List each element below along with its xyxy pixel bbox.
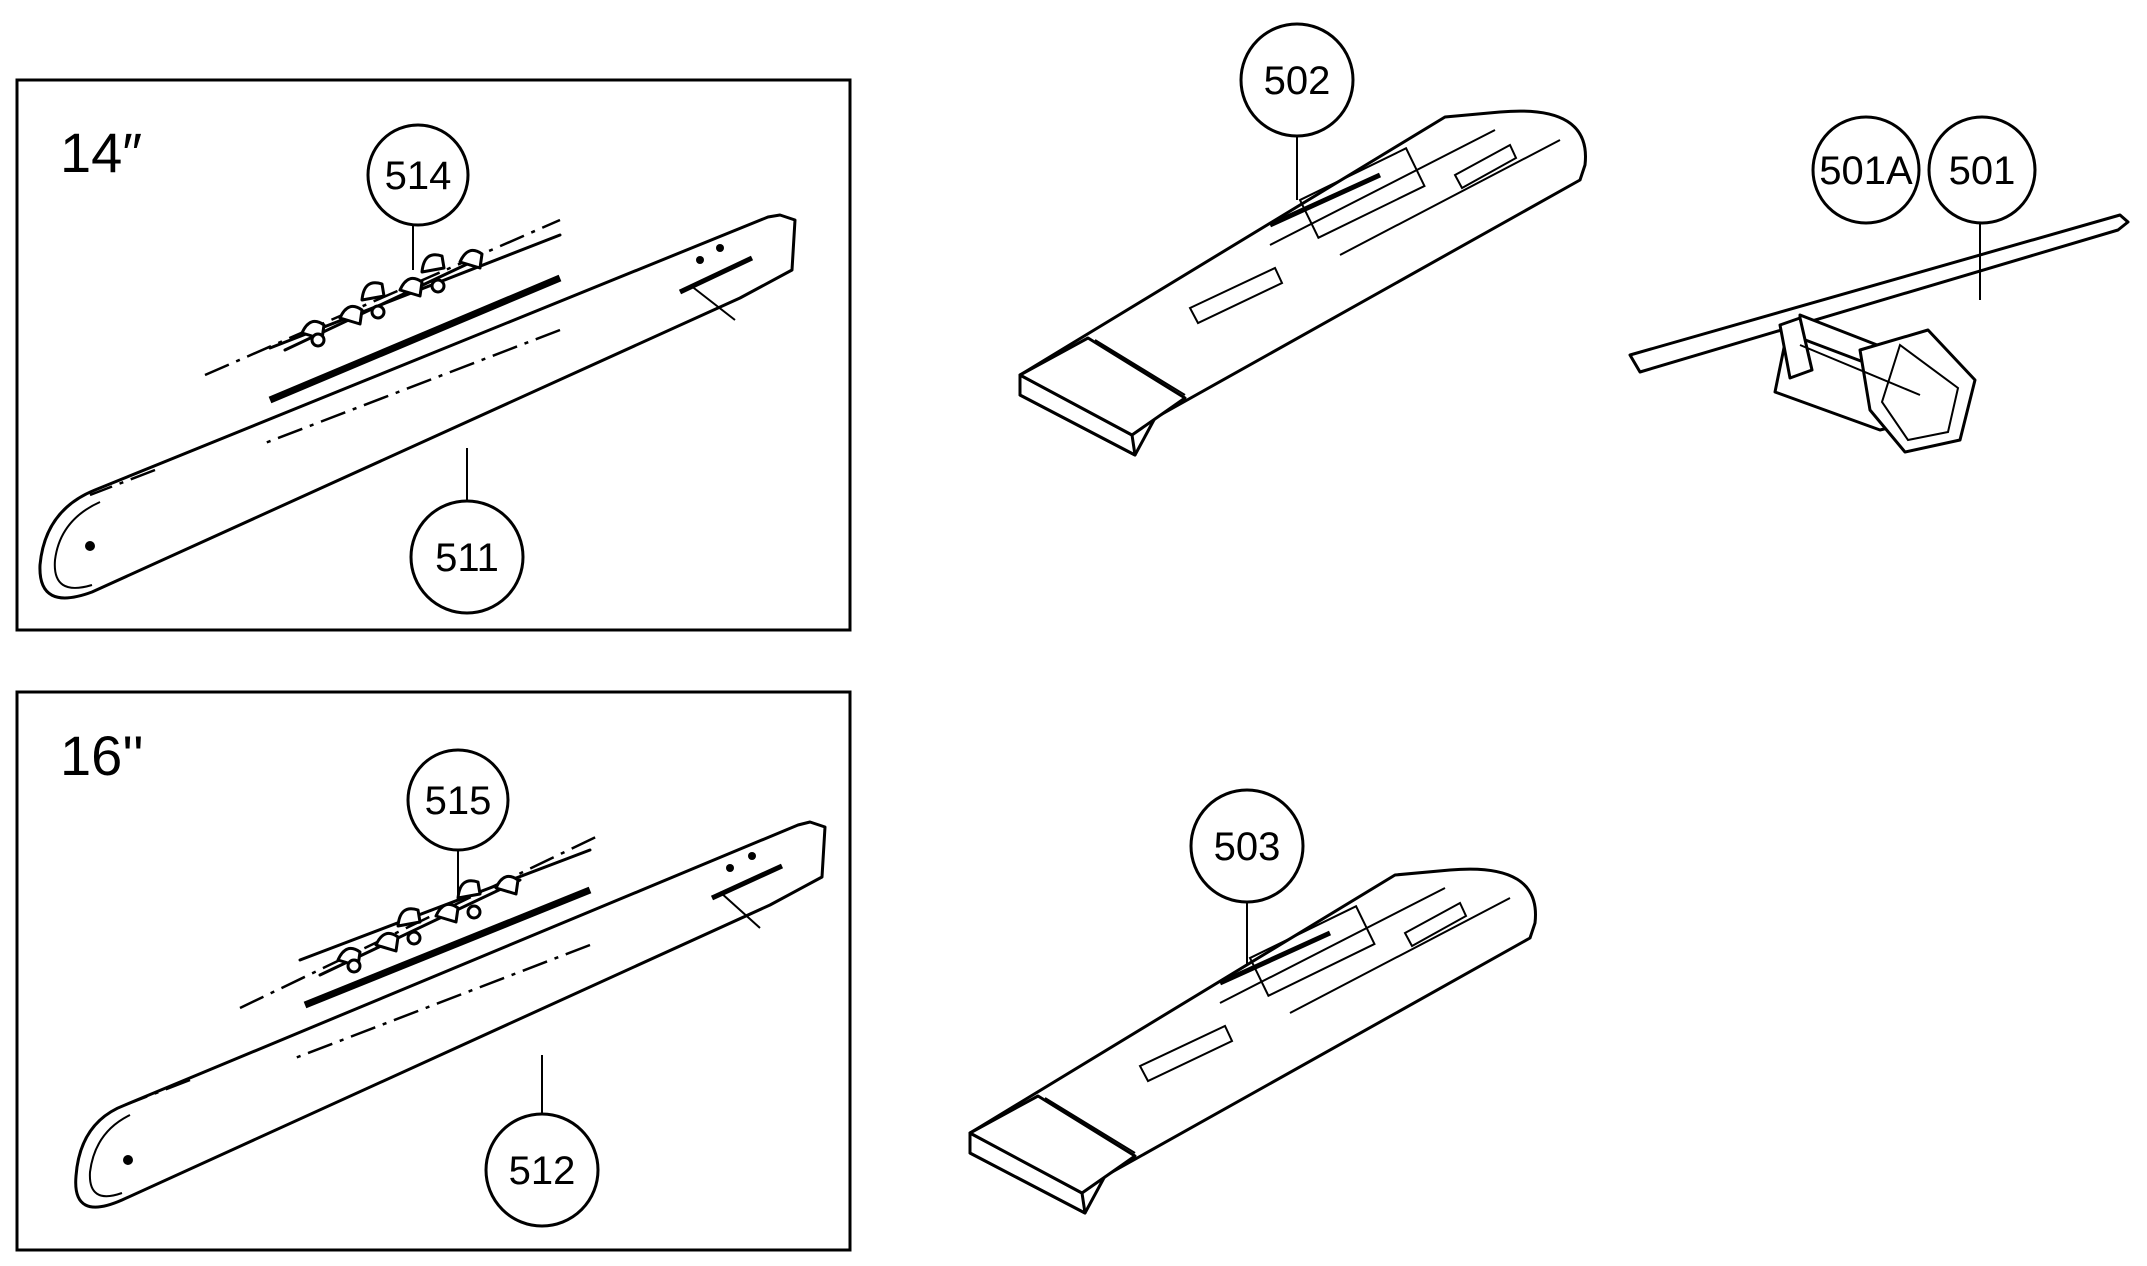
callout-515: 515 [406,748,510,852]
callout-511-label: 511 [435,536,499,580]
callout-512-label: 512 [509,1149,576,1193]
bar-16-panel: 16'' [15,690,852,1252]
callout-502: 502 [1239,22,1355,138]
callout-502-label: 502 [1264,59,1331,103]
bar-14-panel: 14″ [15,78,852,632]
bar-14-size-label: 14″ [60,121,142,184]
bar-14-panel-frame [15,78,852,632]
callout-501A-label: 501A [1819,149,1913,193]
callout-501: 501 [1927,115,2037,225]
callout-511: 511 [409,499,525,615]
spark-plug-wrench: 501A 501 [1628,115,2130,454]
scabbard-14: 502 [1018,22,1587,457]
saw-chain-14 [283,248,484,352]
callout-514-label: 514 [385,154,452,198]
guide-bar-16 [74,820,827,1209]
bar-16-size-label: 16'' [60,724,144,787]
callout-503-label: 503 [1214,825,1281,869]
callout-501A: 501A [1811,115,1921,225]
callout-503: 503 [1189,788,1305,904]
callout-512: 512 [484,1112,600,1228]
callout-514: 514 [366,123,470,227]
callout-501-label: 501 [1949,149,2016,193]
scabbard-16: 503 [968,788,1537,1215]
callout-515-label: 515 [425,779,492,823]
saw-chain-16 [318,874,522,977]
bar-16-panel-frame [15,690,852,1252]
